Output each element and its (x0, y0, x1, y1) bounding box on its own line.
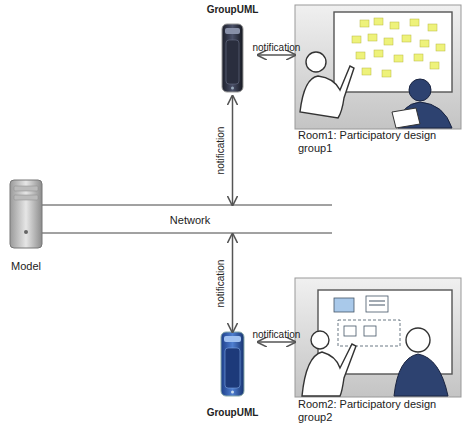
node-label: GroupUML (207, 4, 259, 15)
node-label: GroupUML (207, 407, 259, 418)
computer-tower (221, 332, 244, 396)
notification-arrow (258, 54, 295, 56)
node-label: Network (170, 214, 210, 226)
room-caption: Room2: Participatory design group2 (295, 398, 448, 424)
notification-arrow (232, 234, 234, 332)
computer-node: GroupUML (207, 332, 258, 418)
node-label: Model (11, 260, 41, 272)
notification-arrow (232, 96, 234, 205)
computer-tower (222, 24, 243, 92)
server-tower (10, 180, 42, 248)
edge-label: notification (215, 127, 226, 175)
network-lines (28, 205, 332, 233)
room-illustration (295, 278, 461, 397)
room-illustration (295, 5, 461, 129)
edge-label: notification (253, 42, 301, 53)
edge-label: notification (215, 259, 226, 307)
notification-arrow (258, 341, 295, 343)
server-node: Model (4, 180, 48, 272)
room-node: Room1: Participatory design group1 (295, 5, 461, 155)
edge-label: notification (253, 329, 301, 340)
network-band: Network (48, 205, 332, 234)
room-node: Room2: Participatory design group2 (295, 278, 461, 424)
computer-node: GroupUML (207, 4, 258, 96)
room-caption: Room1: Participatory design group1 (295, 129, 448, 155)
